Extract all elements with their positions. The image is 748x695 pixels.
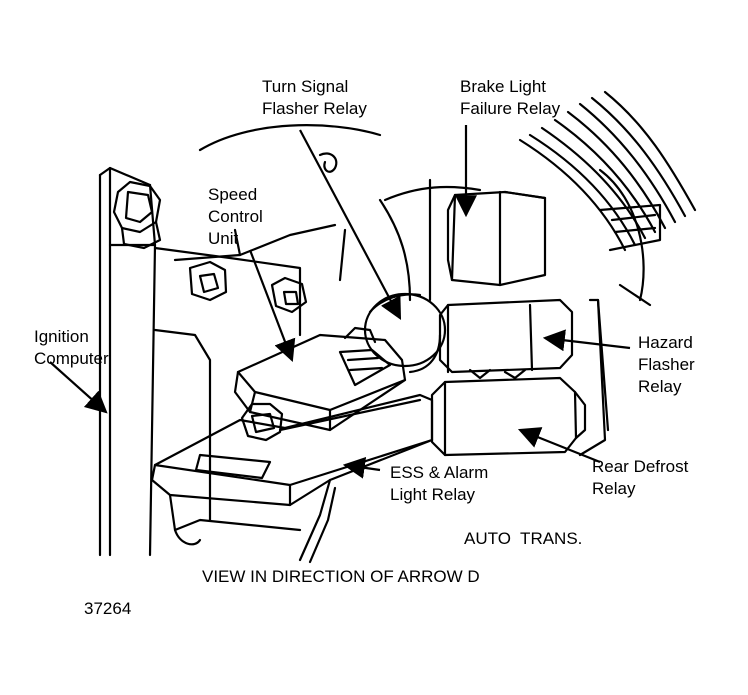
leader-rear-defrost xyxy=(517,427,601,464)
ess-alarm-base-shape xyxy=(150,393,434,564)
mounting-bolt xyxy=(112,180,162,250)
figure-number: 37264 xyxy=(84,599,132,618)
turn-signal-flasher-shape xyxy=(363,292,447,374)
label-brake-light-failure-relay: Brake Light Failure Relay xyxy=(460,76,560,120)
hazard-relay-shape xyxy=(438,298,574,380)
label-line: Computer xyxy=(34,349,109,368)
leader-hazard xyxy=(542,329,631,352)
label-auto-trans: AUTO TRANS. xyxy=(464,529,583,548)
right-rail xyxy=(578,298,610,457)
label-rear-defrost-relay: Rear Defrost Relay xyxy=(592,456,688,500)
upper-panel xyxy=(198,124,652,307)
label-line: Flasher xyxy=(638,355,695,374)
label-line: Relay xyxy=(592,479,636,498)
label-ess-alarm-light-relay: ESS & Alarm Light Relay xyxy=(390,462,488,506)
leader-turn-signal xyxy=(299,129,402,320)
label-line: Turn Signal xyxy=(262,77,349,96)
label-turn-signal-flasher-relay: Turn Signal Flasher Relay xyxy=(262,76,367,120)
label-line: Hazard xyxy=(638,333,693,352)
label-line: Failure Relay xyxy=(460,99,561,118)
label-speed-control-unit: Speed Control Unit xyxy=(208,184,263,250)
label-view-direction: VIEW IN DIRECTION OF ARROW D xyxy=(202,567,480,586)
leader-speed-control xyxy=(248,249,296,363)
label-line: Control xyxy=(208,207,263,226)
brake-light-relay-shape xyxy=(446,190,547,287)
wire-harness xyxy=(518,90,697,252)
label-line: Ignition xyxy=(34,327,89,346)
label-line: Brake Light xyxy=(460,77,546,96)
leader-ignition xyxy=(49,361,108,414)
label-line: Flasher Relay xyxy=(262,99,367,118)
label-line: Speed xyxy=(208,185,258,204)
leader-ess-alarm xyxy=(342,456,381,479)
label-line: ESS & Alarm xyxy=(390,463,489,482)
label-hazard-flasher-relay: Hazard Flasher Relay xyxy=(638,332,695,398)
label-ignition-computer: Ignition Computer xyxy=(34,326,109,370)
front-bolt xyxy=(240,402,284,442)
rear-defrost-relay-shape xyxy=(430,376,587,457)
label-line: Unit xyxy=(208,229,239,248)
label-line: Light Relay xyxy=(390,485,476,504)
back-panel xyxy=(153,223,337,522)
label-line: Relay xyxy=(638,377,682,396)
label-line: Rear Defrost xyxy=(592,457,689,476)
